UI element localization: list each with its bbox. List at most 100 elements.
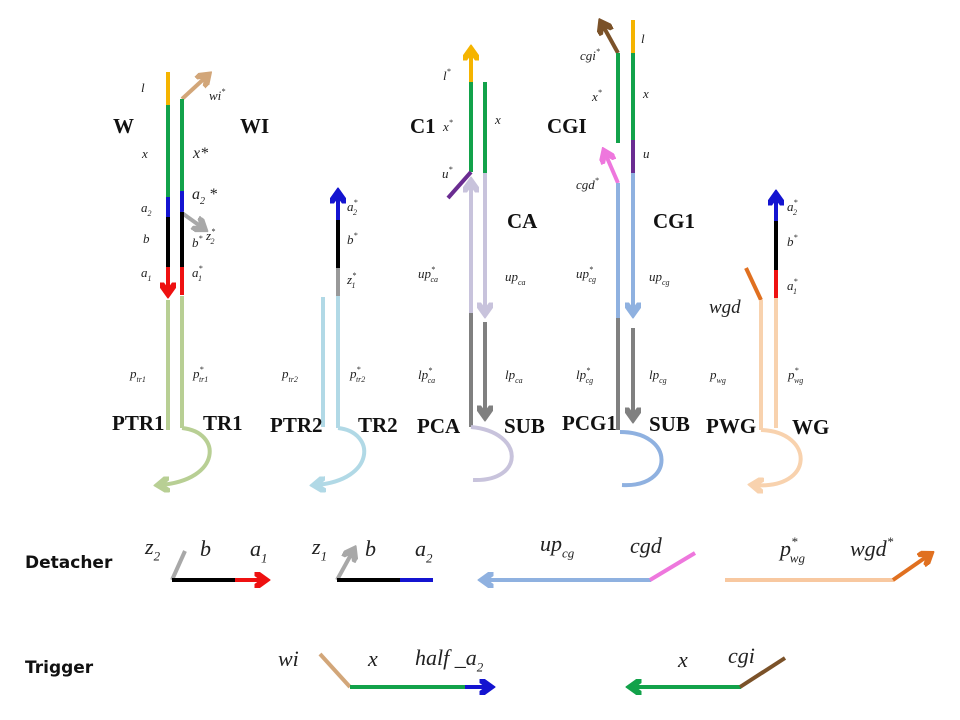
label-sub: cg [586,376,594,385]
label-cgi-up: up*cg [576,265,596,284]
label-t: b [143,231,150,246]
label-d1-a1: a1 [250,536,268,566]
label-sub2-name: SUB [649,412,690,436]
label-t: wi [209,88,222,103]
label-t: PCG1 [562,411,617,435]
label-t: up [540,531,562,556]
label-t: p [129,366,137,381]
label-t: SUB [504,414,545,438]
label-sub: ca [518,278,526,287]
label-d2-z1: z1 [311,534,327,564]
label-sub: cg [662,278,670,287]
w-wi-complex [160,72,210,485]
label-t: x [494,112,501,127]
label-t: PCA [417,414,461,438]
label-tr1-name: TR1 [203,411,243,435]
label-w-x: x [141,146,148,161]
label-t: p [192,366,200,381]
label-ptr1-p: ptr1 [129,366,146,384]
label-sup: * [794,233,798,242]
label-t: b [365,536,376,561]
label-t: lp [418,367,429,382]
label-sub: 1 [793,287,797,296]
label-t: p [778,536,791,561]
label-sup: * [200,365,204,374]
label-t: W [113,114,134,138]
label-cg1-u: u [643,146,650,161]
label-sub: cg [659,376,667,385]
label-t: z [144,534,154,559]
label-tr1-p: p*tr1 [192,365,208,384]
label-t: C1 [410,114,436,138]
label-t: lp [649,367,660,382]
label-sub: 2 [211,237,215,246]
label-t: wgd [709,297,741,318]
label-sub: 1 [198,274,202,283]
label-t: lp [505,367,516,382]
label-sub: tr1 [199,375,208,384]
label-t: a [192,265,199,280]
label-d3-up: upcg [540,531,575,561]
label-sup: * [354,231,358,240]
label-cg1-l: l [641,31,645,46]
label-t: x* [192,145,208,162]
label-sup: * [352,271,356,280]
label-c1-name: C1 [410,114,436,138]
label-d2-b: b [365,536,376,561]
label-t: p [787,367,795,382]
label-t: l [141,80,145,95]
label-c1-l: l* [443,67,451,83]
label-t: up [576,266,590,281]
label-ca-up: upca [505,269,526,287]
label-t: a [250,536,261,561]
label-sub: 1 [261,551,268,566]
label-sub: ca [430,275,438,284]
label-t: a [192,186,200,203]
label-t: SUB [649,412,690,436]
label-tr2-a2: a*2 [347,198,358,217]
label-sub: wg [794,376,803,385]
label-t: l [641,31,645,46]
label-t: p [709,367,717,382]
label-t: TR2 [358,413,398,437]
label-pcg1-name: PCG1 [562,411,617,435]
label-tr2-b: b* [347,231,358,247]
label-d1-z2: z2 [144,534,161,564]
label-t: z [205,228,211,243]
label-w-wi: wi* [209,87,225,103]
pwg-wg-complex [744,196,803,485]
label-ptr2-name: PTR2 [270,413,323,437]
label-sub: cg [588,275,596,284]
label-sup: * [199,264,203,273]
label-ca-name: CA [507,209,538,233]
label-sup: * [428,366,432,375]
label-t1-half: half _a2 [415,645,484,675]
cgi-cg1-complex [602,20,664,488]
detacher-row [170,551,929,580]
label-sup: * [449,165,453,174]
label-sup: * [795,366,799,375]
trigger-row [318,652,787,687]
label-sup: * [447,67,451,76]
label-t: p [281,366,289,381]
label-ca-x: x [494,112,501,127]
label-sup: * [596,47,600,56]
label-wg-a2: a*2 [787,198,798,217]
label-sup: * [887,534,894,549]
label-t: x [642,86,649,101]
label-t: WG [792,415,829,439]
label-c1-x: x* [442,118,453,134]
label-wi-b: b* [192,234,203,250]
label-t2-x: x [677,647,688,672]
label-sub1-lp: lpca [505,367,523,385]
label-sub: 2 [426,551,433,566]
label-wi-a2: a2 * [192,186,217,207]
label-sub: 2 [200,196,205,207]
label-t: z [346,272,352,287]
label-t: a [141,265,148,280]
label-wi-name: WI [240,114,269,138]
label-t: b [200,536,211,561]
label-wg-b: b* [787,233,798,249]
